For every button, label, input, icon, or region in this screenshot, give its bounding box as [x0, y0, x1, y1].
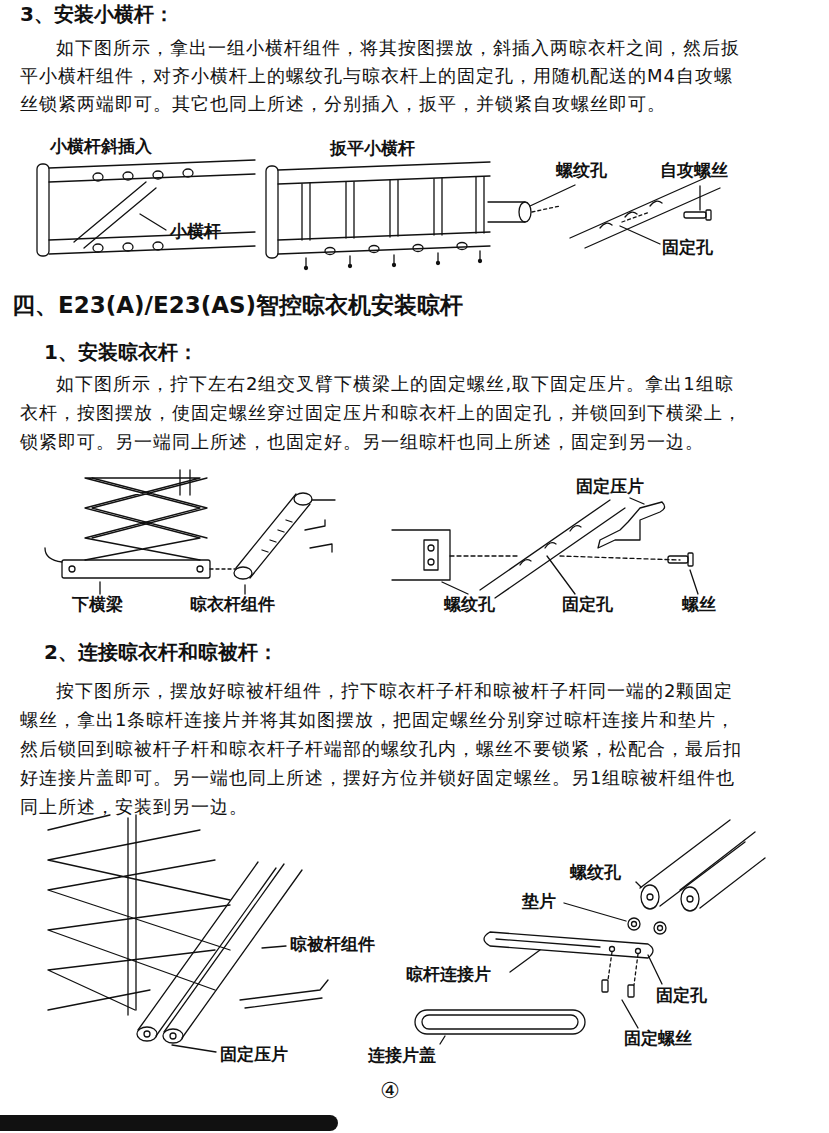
part-label: 自攻螺丝	[660, 160, 728, 180]
part-label: 晾衣杆组件	[190, 594, 275, 614]
part-label: 晾杆连接片	[406, 964, 491, 984]
section-heading: 1、安装晾衣杆：	[44, 340, 198, 364]
footer-bar	[0, 1115, 330, 1131]
part-label: 固定孔	[562, 594, 613, 614]
part-label: 固定螺丝	[624, 1028, 692, 1048]
part-label: 螺纹孔	[556, 160, 607, 180]
part-label: 晾被杆组件	[290, 934, 375, 954]
figure-connector-detail	[415, 820, 765, 1044]
page-number: ④	[380, 1078, 400, 1104]
figure-insert-bar	[37, 160, 255, 256]
figure-flatten-bars	[266, 162, 490, 270]
part-label: 螺纹孔	[570, 862, 621, 882]
part-label: 固定压片	[576, 476, 644, 496]
figure-scissor-rod	[45, 470, 335, 594]
figure-bracket-detail	[392, 498, 698, 598]
part-label: 螺纹孔	[444, 594, 495, 614]
part-label: 下横梁	[72, 594, 123, 614]
section-heading: 2、连接晾衣杆和晾被杆：	[44, 640, 278, 664]
paragraph: 按下图所示，摆放好晾被杆组件，拧下晾衣杆子杆和晾被杆子杆同一端的2颗固定螺丝，拿…	[20, 676, 744, 821]
figure-quilt-rod	[48, 815, 328, 1052]
paragraph: 如下图所示，拿出一组小横杆组件，将其按图摆放，斜插入两晾衣杆之间，然后扳平小横杆…	[20, 34, 744, 118]
paragraph: 如下图所示，拧下左右2组交叉臂下横梁上的固定螺丝,取下固定压片。拿出1组晾衣杆，…	[20, 369, 744, 456]
part-label: 固定压片	[220, 1044, 288, 1064]
figure-caption: 扳平小横杆	[330, 138, 415, 158]
part-label: 螺丝	[682, 594, 716, 614]
part-label: 连接片盖	[368, 1045, 436, 1065]
part-label: 小横杆	[170, 221, 221, 241]
part-label: 垫片	[522, 891, 556, 911]
part-label: 固定孔	[662, 237, 713, 257]
chapter-heading: 四、E23(A)/E23(AS)智控晾衣机安装晾杆	[12, 292, 463, 320]
section-heading: 3、安装小横杆：	[20, 2, 174, 26]
part-label: 固定孔	[656, 985, 707, 1005]
figure-caption: 小横杆斜插入	[50, 136, 152, 156]
